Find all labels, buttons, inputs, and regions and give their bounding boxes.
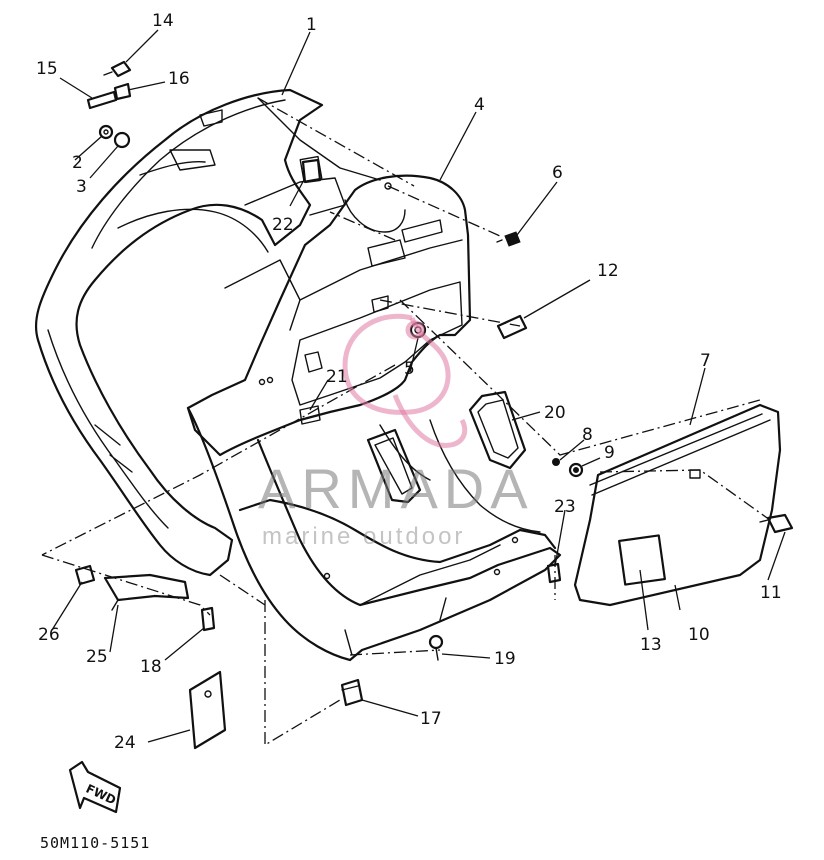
screw-11 — [759, 513, 794, 534]
callout-4: 4 — [474, 95, 485, 115]
callout-26: 26 — [38, 625, 60, 645]
clip-22 — [301, 158, 322, 184]
callout-18: 18 — [140, 657, 162, 677]
clip-12 — [496, 314, 528, 340]
callout-15: 15 — [36, 59, 58, 79]
bolt-18 — [200, 606, 216, 632]
tag-15 — [86, 90, 118, 110]
clip-part — [340, 678, 364, 707]
callout-8: 8 — [582, 425, 593, 445]
plug-16 — [113, 82, 132, 101]
leader-lines — [51, 29, 786, 743]
callout-20: 20 — [544, 403, 566, 423]
nut-2 — [98, 124, 114, 140]
callout-6: 6 — [552, 163, 563, 183]
fastener-14 — [103, 60, 132, 78]
callout-11: 11 — [760, 583, 782, 603]
watermark-tagline: marine outdoor — [262, 523, 465, 550]
screw-9 — [568, 462, 584, 478]
callout-16: 16 — [168, 69, 190, 89]
callout-17: 17 — [420, 709, 442, 729]
watermark-logo — [342, 313, 468, 448]
callout-24: 24 — [114, 733, 136, 753]
callout-5: 5 — [404, 359, 415, 379]
bracket — [103, 573, 190, 611]
screw-6 — [496, 231, 521, 247]
callout-23: 23 — [554, 497, 576, 517]
callout-10: 10 — [688, 625, 710, 645]
callout-2: 2 — [72, 153, 83, 173]
bolt-26 — [74, 564, 96, 586]
callouts: 1 2 3 4 5 6 7 8 9 10 11 12 13 14 15 16 1… — [36, 11, 782, 753]
fwd-arrow: FWD — [68, 760, 122, 814]
screw-23 — [546, 562, 562, 584]
callout-14: 14 — [152, 11, 174, 31]
rubber-mat — [366, 390, 527, 504]
callout-1: 1 — [306, 15, 317, 35]
callout-19: 19 — [494, 649, 516, 669]
assembly-lines — [41, 97, 771, 747]
screw-19 — [428, 634, 444, 661]
callout-3: 3 — [76, 177, 87, 197]
callout-22: 22 — [272, 215, 294, 235]
screw-8 — [552, 458, 560, 466]
callout-12: 12 — [597, 261, 619, 281]
drawing-code: 50M110-5151 — [40, 834, 150, 852]
callout-7: 7 — [700, 351, 711, 371]
cover-plate — [188, 670, 227, 750]
leg-shield-panel — [34, 88, 381, 577]
callout-21: 21 — [326, 367, 348, 387]
callout-25: 25 — [86, 647, 108, 667]
callout-9: 9 — [604, 443, 615, 463]
floor-panel — [186, 406, 562, 662]
side-cover — [573, 403, 782, 607]
washer-3 — [113, 131, 131, 149]
callout-13: 13 — [640, 635, 662, 655]
watermark-brand: ARMADA — [258, 457, 534, 520]
watermark: ARMADA marine outdoor — [258, 313, 534, 550]
